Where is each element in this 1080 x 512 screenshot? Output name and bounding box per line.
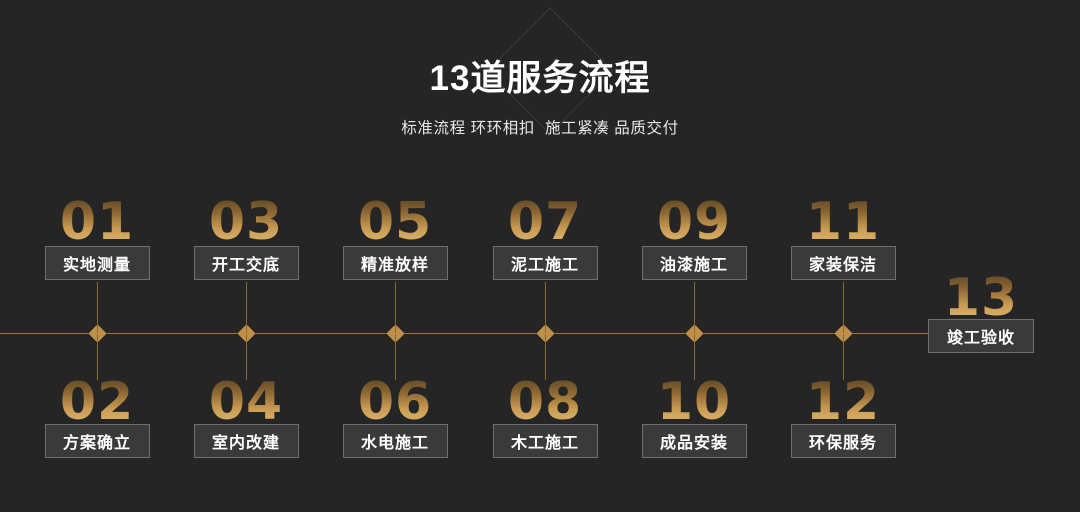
step-number: 10 <box>614 376 774 428</box>
step-card-10[interactable]: 成品安装 <box>641 424 747 458</box>
timeline-connector-down <box>395 334 396 380</box>
timeline-connector-up <box>694 282 695 333</box>
timeline-connector-up <box>246 282 247 333</box>
timeline-connector-down <box>843 334 844 380</box>
step-number: 11 <box>763 196 923 248</box>
timeline-connector-up <box>843 282 844 333</box>
timeline-connector-down <box>97 334 98 380</box>
step-card-03[interactable]: 开工交底 <box>193 246 299 280</box>
header: 13道服务流程 标准流程 环环相扣施工紧凑 品质交付 <box>0 0 1080 138</box>
step-card-08[interactable]: 木工施工 <box>492 424 598 458</box>
step-number: 13 <box>901 272 1061 324</box>
timeline-connector-down <box>694 334 695 380</box>
step-number: 03 <box>166 196 326 248</box>
step-card-13[interactable]: 竣工验收 <box>928 319 1034 353</box>
timeline-connector-up <box>97 282 98 333</box>
step-card-12[interactable]: 环保服务 <box>790 424 896 458</box>
page-subtitle: 标准流程 环环相扣施工紧凑 品质交付 <box>0 99 1080 138</box>
step-card-04[interactable]: 室内改建 <box>193 424 299 458</box>
step-card-01[interactable]: 实地测量 <box>44 246 150 280</box>
step-number: 07 <box>465 196 625 248</box>
step-number: 04 <box>166 376 326 428</box>
subtitle-part-1: 标准流程 环环相扣 <box>401 119 535 137</box>
timeline-connector-up <box>395 282 396 333</box>
step-number: 01 <box>17 196 177 248</box>
timeline-connector-down <box>246 334 247 380</box>
subtitle-part-2: 施工紧凑 品质交付 <box>545 119 679 137</box>
timeline-connector-down <box>545 334 546 380</box>
step-number: 06 <box>315 376 475 428</box>
step-number: 05 <box>315 196 475 248</box>
step-number: 12 <box>763 376 923 428</box>
page-title: 13道服务流程 <box>429 59 651 98</box>
step-number: 02 <box>17 376 177 428</box>
step-card-02[interactable]: 方案确立 <box>44 424 150 458</box>
step-number: 09 <box>614 196 774 248</box>
timeline-connector-up <box>545 282 546 333</box>
timeline-axis <box>0 333 928 334</box>
step-card-05[interactable]: 精准放样 <box>342 246 448 280</box>
step-card-07[interactable]: 泥工施工 <box>492 246 598 280</box>
step-card-06[interactable]: 水电施工 <box>342 424 448 458</box>
step-number: 08 <box>465 376 625 428</box>
step-card-11[interactable]: 家装保洁 <box>790 246 896 280</box>
step-card-09[interactable]: 油漆施工 <box>641 246 747 280</box>
